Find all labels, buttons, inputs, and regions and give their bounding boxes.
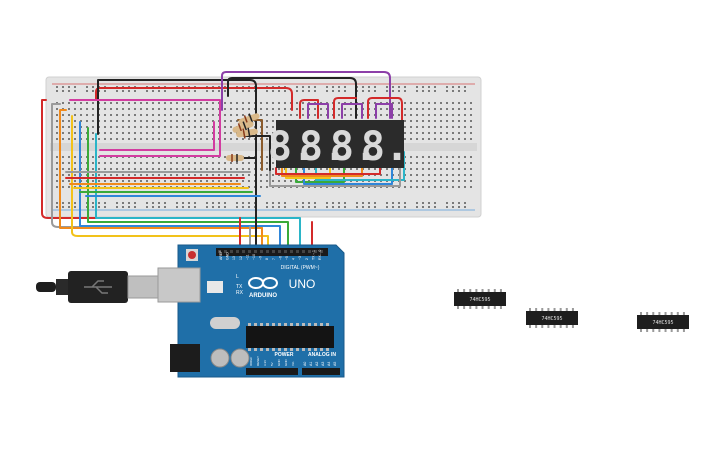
usb-cable[interactable] bbox=[36, 271, 159, 303]
wire-red-top bbox=[95, 87, 293, 111]
power-jack bbox=[170, 344, 200, 372]
pin-label-top: 12 bbox=[239, 256, 243, 260]
pin-label-analog: A2 bbox=[315, 362, 319, 366]
digit-1: 8. bbox=[268, 124, 316, 170]
chip-3-label: 74HC595 bbox=[652, 320, 673, 326]
pin-label-top: 13 bbox=[232, 256, 236, 260]
pin-label-top: 7 bbox=[272, 258, 276, 260]
wire-gray-loop bbox=[51, 103, 251, 228]
pin-label-power: 3.3V bbox=[263, 360, 267, 366]
pin-label-analog: A4 bbox=[327, 362, 331, 366]
wire-purple-d2 bbox=[341, 103, 363, 119]
pin-label-top: 4 bbox=[292, 258, 296, 260]
wire-red-b bbox=[275, 167, 381, 175]
wire-orange-loop bbox=[59, 109, 263, 229]
led-l: L bbox=[236, 274, 239, 280]
pin-label-analog: A3 bbox=[321, 362, 325, 366]
pin-label-analog: A1 bbox=[309, 362, 313, 366]
pin-label-power: GND bbox=[284, 359, 288, 367]
pin-label-top: 8 bbox=[265, 258, 269, 260]
led-block bbox=[207, 281, 223, 293]
digit-2: 8. bbox=[299, 124, 347, 170]
wire-purple-d bbox=[307, 103, 329, 119]
digit-3: 8. bbox=[330, 124, 378, 170]
power-label: POWER bbox=[275, 352, 294, 358]
brand-label: ARDUINO bbox=[249, 293, 277, 299]
arduino-logo-icon bbox=[248, 277, 278, 289]
wire-red-loop bbox=[41, 99, 241, 219]
wire-black-2 bbox=[227, 77, 357, 119]
usb-port bbox=[157, 267, 201, 303]
wire-red-d3 bbox=[367, 97, 403, 121]
pin-label-analog: A5 bbox=[333, 362, 337, 366]
wire-yellow-loop bbox=[71, 115, 269, 253]
analog-header bbox=[302, 368, 340, 375]
breadboard[interactable] bbox=[45, 76, 482, 218]
pin-label-top: ~5 bbox=[285, 256, 289, 260]
seven-segment-display[interactable]: 8. 8. 8. 8. bbox=[268, 120, 409, 170]
capacitor-2 bbox=[230, 348, 250, 368]
model-label: UNO bbox=[289, 277, 316, 291]
wire-purple-d3 bbox=[375, 103, 393, 119]
pin-label-top: RX←0 bbox=[318, 250, 322, 260]
wire-red-d2 bbox=[333, 97, 357, 119]
pin-label-top: ~9 bbox=[259, 256, 263, 260]
capacitor-1 bbox=[210, 348, 230, 368]
pin-label-analog: A0 bbox=[303, 362, 307, 366]
shift-register-1[interactable]: 74HC595 bbox=[454, 289, 506, 309]
analog-label: ANALOG IN bbox=[308, 352, 336, 358]
wire-blue-loop bbox=[79, 121, 281, 253]
shift-register-2[interactable]: 74HC595 bbox=[526, 308, 578, 328]
wire-gray-b bbox=[269, 167, 401, 187]
chip-2-label: 74HC595 bbox=[541, 316, 562, 322]
pin-label-top: AREF bbox=[219, 251, 223, 260]
wire-orange-b bbox=[281, 167, 363, 177]
pin-label-power: GND bbox=[277, 359, 281, 367]
wires bbox=[41, 71, 405, 253]
pin-label-power: RESET bbox=[256, 356, 260, 366]
wire-purple-top bbox=[221, 71, 391, 119]
resistors[interactable] bbox=[226, 112, 260, 162]
led-rx: RX bbox=[236, 290, 244, 296]
pin-label-top: ~11 bbox=[245, 254, 249, 260]
wire-green-loop bbox=[87, 127, 289, 253]
resistor-4 bbox=[226, 154, 244, 162]
resistor-3 bbox=[236, 127, 258, 139]
wire-magenta-2 bbox=[99, 121, 215, 151]
crystal bbox=[210, 317, 240, 329]
atmega-chip bbox=[246, 326, 334, 348]
pin-label-power: IOREF bbox=[249, 357, 253, 366]
digital-label: DIGITAL (PWM~) bbox=[281, 265, 320, 271]
led-tx: TX bbox=[236, 284, 243, 290]
usb-icon bbox=[84, 280, 112, 294]
shift-register-3[interactable]: 74HC595 bbox=[637, 312, 689, 332]
pin-label-power: 5V bbox=[270, 362, 274, 366]
chip-1-label: 74HC595 bbox=[469, 297, 490, 303]
pin-label-top: ~6 bbox=[278, 256, 282, 260]
wire-magenta-1 bbox=[69, 99, 221, 157]
pin-label-top: ~3 bbox=[298, 256, 302, 260]
digit-4: 8. bbox=[361, 124, 409, 170]
pin-label-top: ~10 bbox=[252, 254, 256, 260]
wire-black-top bbox=[97, 79, 257, 253]
pin-label-top: GND bbox=[226, 252, 230, 260]
wire-red-d1 bbox=[299, 99, 319, 119]
wire-black-r bbox=[243, 135, 271, 171]
pin-label-top: TX→1 bbox=[311, 250, 315, 260]
power-header bbox=[246, 368, 298, 375]
pin-label-power: Vin bbox=[291, 361, 295, 366]
wire-cyan-loop bbox=[95, 133, 301, 253]
pin-label-top: 2 bbox=[305, 258, 309, 260]
